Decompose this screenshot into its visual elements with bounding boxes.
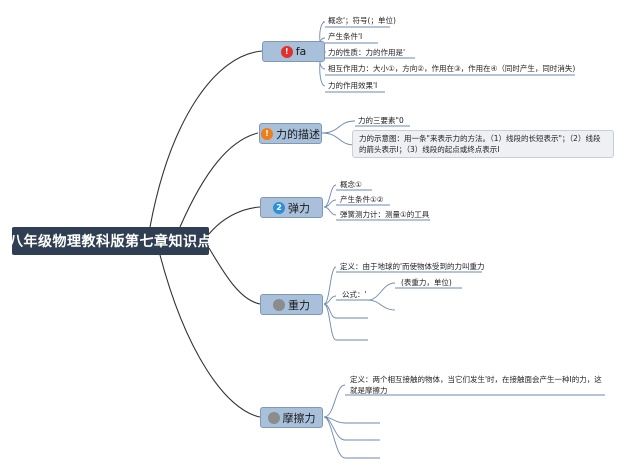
leaf-item[interactable]: 定义：由于地球的'而使物体受到的力叫重力 — [340, 262, 485, 271]
exclamation-icon: ! — [280, 45, 293, 58]
branch-gravity[interactable]: 重力 — [260, 294, 323, 315]
branch-label: 弹力 — [288, 201, 310, 215]
leaf-item[interactable]: 产生条件'I — [328, 32, 363, 41]
leaf-item[interactable]: 力的作用效果'I — [328, 81, 378, 90]
leaf-item[interactable]: 力的三要素"0 — [358, 116, 404, 125]
circle-icon — [267, 411, 280, 424]
root-topic-label: 八年级物理教科版第七章知识点 — [9, 234, 212, 250]
number-badge-icon: 2 — [273, 201, 285, 214]
branch-label: 力的描述 — [276, 127, 320, 141]
leaf-item[interactable]: 相互作用力：大小①，方向②，作用在③，作用在④（同时产生，同时消失) — [328, 64, 576, 73]
leaf-item[interactable]: 产生条件①② — [340, 195, 384, 204]
branch-label: 重力 — [288, 298, 310, 312]
root-topic[interactable]: 八年级物理教科版第七章知识点 — [9, 227, 212, 255]
leaf-item-box[interactable]: 力的示意图：用一条"来表示力的方法。（1）线段的长短表示"；（2）线段的箭头表示… — [352, 130, 614, 158]
leaf-item[interactable]: 力的性质：力的作用是' — [328, 48, 406, 57]
leaf-item[interactable]: 概念① — [340, 180, 362, 189]
circle-icon — [273, 298, 285, 311]
leaf-item[interactable]: 定义：两个相互接触的物体，当它们发生'时，在接触面会产生一种I的力，这就是摩擦力 — [350, 375, 602, 395]
leaf-sub-item[interactable]: (表重力，单位) — [401, 278, 452, 287]
leaf-item[interactable]: 概念'；符号(；单位) — [328, 16, 396, 25]
leaf-item[interactable]: 弹簧测力计：测量①的工具 — [340, 210, 430, 219]
exclamation-icon: ! — [261, 127, 273, 140]
branch-friction[interactable]: 摩擦力 — [260, 407, 323, 428]
branch-force-description[interactable]: ! 力的描述 — [259, 123, 322, 144]
branch-elastic-force[interactable]: 2 弹力 — [260, 197, 323, 218]
branch-label: 摩擦力 — [282, 411, 316, 425]
branch-label: fa — [295, 45, 307, 58]
branch-force-concept[interactable]: ! fa — [262, 41, 325, 62]
leaf-item[interactable]: 公式：' — [342, 290, 367, 299]
